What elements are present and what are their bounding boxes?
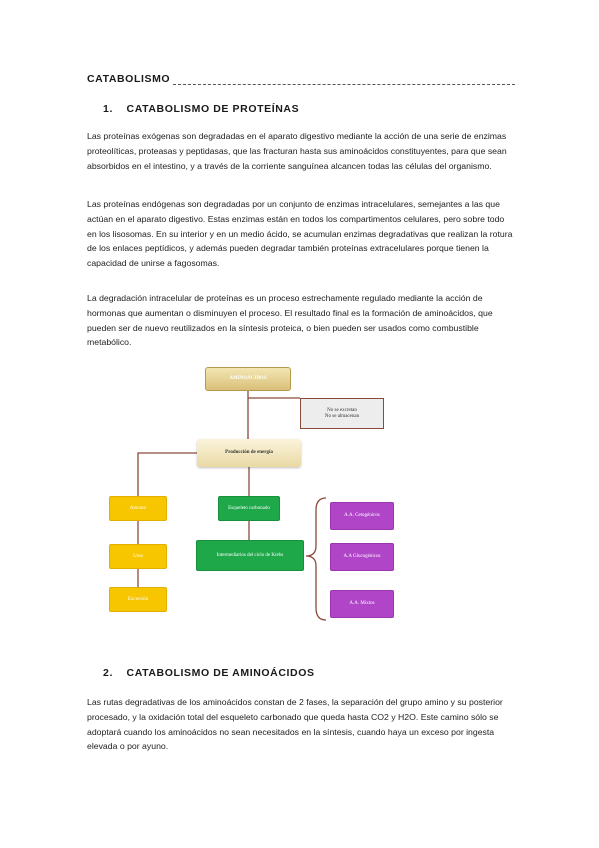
box-intermediarios-krebs: Intermediarios del ciclo de Krebs [196, 540, 304, 571]
box-excrecion: Excreción [109, 587, 167, 612]
box-produccion-energia: Producción de energía [197, 439, 301, 467]
box-aa-cetogenicos: A.A. Cetogénicos [330, 502, 394, 530]
page-title: CATABOLISMO [87, 73, 515, 85]
paragraph-2: Las proteínas endógenas son degradadas p… [87, 199, 513, 269]
box-aa-glucogenicos: A.A Glucogénicos [330, 543, 394, 571]
section-1-title: CATABOLISMO DE PROTEÍNAS [126, 103, 300, 115]
section-2-heading: 2. CATABOLISMO DE AMINOÁCIDOS [103, 667, 315, 679]
title-underline [173, 76, 515, 85]
connector-produccion-amonio [137, 452, 197, 496]
box-amonio: Amonio [109, 496, 167, 521]
box-aminoacidos: AMINOÁCIDOS [205, 367, 291, 391]
box-urea: Urea [109, 544, 167, 569]
brace-connector [305, 497, 327, 621]
box-esqueleto-carbonado: Esqueleto carbonado [218, 496, 280, 521]
page-title-text: CATABOLISMO [87, 73, 171, 85]
section-2-title: CATABOLISMO DE AMINOÁCIDOS [126, 667, 315, 679]
section-2-number: 2. [103, 667, 113, 679]
box-aa-mixtos: A.A. Mixtos [330, 590, 394, 618]
box-no-excretan: No se excretan No se almacenan [300, 398, 384, 429]
paragraph-4: Las rutas degradativas de los aminoácido… [87, 697, 503, 752]
section-1-number: 1. [103, 103, 113, 115]
paragraph-1: Las proteínas exógenas son degradadas en… [87, 131, 507, 171]
section-1-heading: 1. CATABOLISMO DE PROTEÍNAS [103, 103, 299, 115]
paragraph-3: La degradación intracelular de proteínas… [87, 293, 493, 348]
